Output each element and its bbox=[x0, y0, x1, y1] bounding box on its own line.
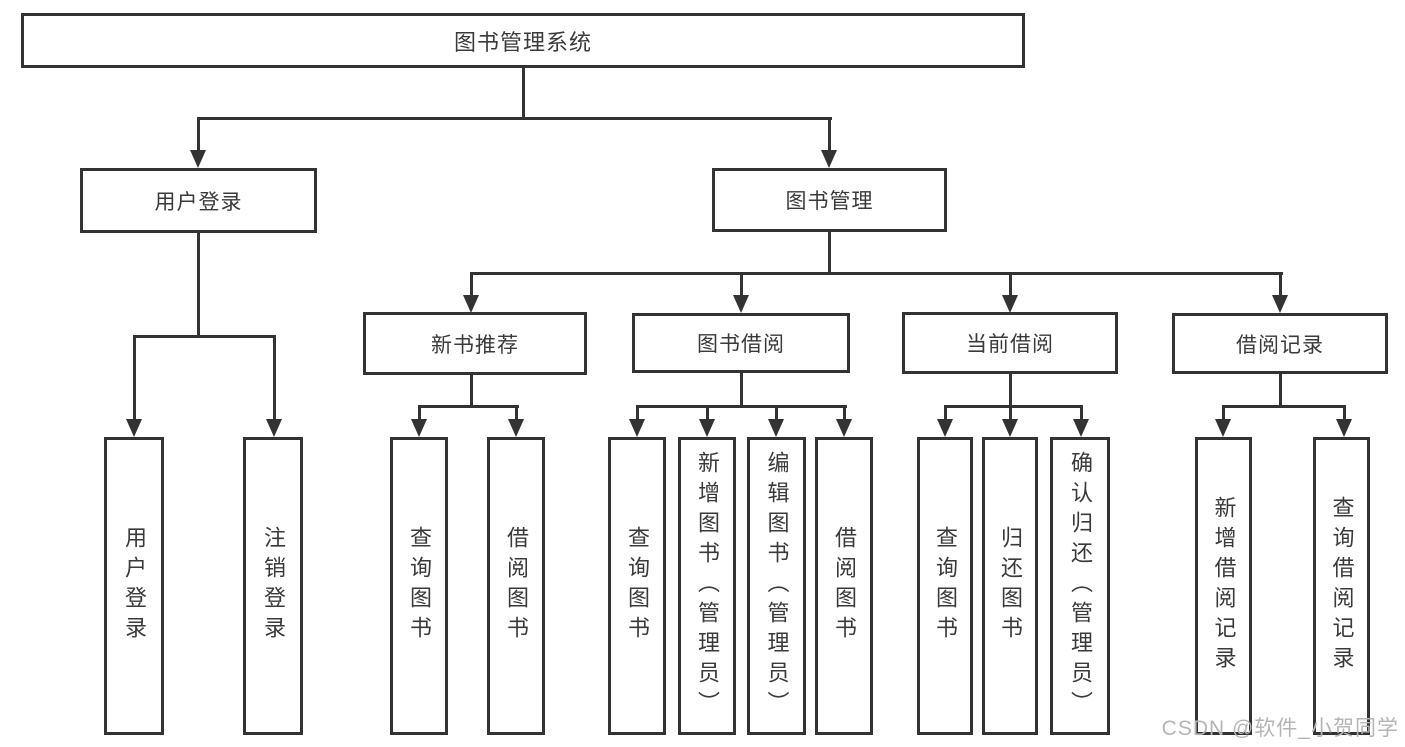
connector-line bbox=[133, 335, 276, 338]
leaf-logout-label: 注销登录 bbox=[261, 526, 286, 646]
arrow-down-icon bbox=[1073, 419, 1089, 437]
leaf-borrow-book-recommend: 借阅图书 bbox=[487, 437, 545, 735]
leaf-query-book-borrow: 查询图书 bbox=[608, 437, 666, 735]
arrow-down-icon bbox=[1336, 419, 1352, 437]
connector-line bbox=[197, 117, 200, 153]
connector-line bbox=[515, 405, 518, 422]
csdn-watermark: CSDN @软件_小贺同学 bbox=[1161, 717, 1399, 740]
leaf-confirm-return-admin: 确认归还（管理员） bbox=[1050, 437, 1110, 735]
arrow-down-icon bbox=[266, 419, 282, 437]
leaf-borrow-book: 借阅图书 bbox=[815, 437, 873, 735]
connector-line bbox=[1009, 272, 1012, 298]
arrow-down-icon bbox=[1002, 419, 1018, 437]
connector-line bbox=[418, 405, 421, 422]
connector-line bbox=[828, 232, 831, 275]
leaf-query-book-borrow-label: 查询图书 bbox=[625, 526, 650, 646]
arrow-down-icon bbox=[126, 419, 142, 437]
node-library-system: 图书管理系统 bbox=[21, 13, 1025, 68]
connector-line bbox=[273, 335, 276, 422]
connector-line bbox=[828, 117, 831, 153]
leaf-borrow-book-label: 借阅图书 bbox=[832, 526, 857, 646]
arrow-down-icon bbox=[1215, 419, 1231, 437]
leaf-add-borrow-record: 新增借阅记录 bbox=[1195, 437, 1252, 735]
leaf-query-book-recommend-label: 查询图书 bbox=[407, 526, 432, 646]
connector-line bbox=[1009, 405, 1012, 422]
connector-line bbox=[1279, 272, 1282, 298]
node-borrow-records: 借阅记录 bbox=[1172, 313, 1388, 374]
leaf-return-book-label: 归还图书 bbox=[998, 526, 1023, 646]
leaf-return-book: 归还图书 bbox=[982, 437, 1038, 735]
connector-line bbox=[133, 335, 136, 422]
leaf-edit-book-admin-label: 编辑图书（管理员） bbox=[764, 451, 790, 721]
connector-line bbox=[197, 117, 832, 120]
leaf-add-borrow-record-label: 新增借阅记录 bbox=[1211, 496, 1237, 676]
connector-line bbox=[197, 233, 200, 335]
leaf-query-book-current-label: 查询图书 bbox=[933, 526, 958, 646]
connector-line bbox=[706, 405, 709, 422]
connector-line bbox=[522, 68, 525, 120]
connector-line bbox=[1279, 374, 1282, 406]
arrow-down-icon bbox=[821, 150, 837, 168]
connector-line bbox=[740, 272, 743, 298]
connector-line bbox=[470, 375, 473, 406]
connector-line bbox=[775, 405, 778, 422]
connector-line bbox=[944, 405, 947, 422]
leaf-user-login: 用户登录 bbox=[104, 437, 164, 735]
leaf-user-login-label: 用户登录 bbox=[122, 526, 147, 646]
leaf-query-book-recommend: 查询图书 bbox=[390, 437, 448, 735]
leaf-confirm-return-admin-label: 确认归还（管理员） bbox=[1068, 451, 1093, 721]
arrow-down-icon bbox=[463, 295, 479, 313]
leaf-query-borrow-record: 查询借阅记录 bbox=[1313, 437, 1370, 735]
connector-line bbox=[843, 405, 846, 422]
arrow-down-icon bbox=[836, 419, 852, 437]
arrow-down-icon bbox=[699, 419, 715, 437]
connector-line bbox=[1222, 405, 1346, 408]
node-user-login: 用户登录 bbox=[80, 168, 317, 233]
arrow-down-icon bbox=[1002, 295, 1018, 313]
connector-line bbox=[1343, 405, 1346, 422]
arrow-down-icon bbox=[629, 419, 645, 437]
connector-line bbox=[740, 373, 743, 406]
node-book-borrow: 图书借阅 bbox=[632, 313, 850, 373]
connector-line bbox=[470, 272, 1283, 275]
arrow-down-icon bbox=[937, 419, 953, 437]
leaf-add-book-admin: 新增图书（管理员） bbox=[678, 437, 736, 735]
node-new-book-recommend: 新书推荐 bbox=[363, 312, 587, 375]
leaf-query-book-current: 查询图书 bbox=[917, 437, 973, 735]
leaf-query-borrow-record-label: 查询借阅记录 bbox=[1329, 496, 1355, 676]
arrow-down-icon bbox=[508, 419, 524, 437]
node-book-management: 图书管理 bbox=[712, 168, 947, 232]
connector-line bbox=[470, 272, 473, 298]
leaf-add-book-admin-label: 新增图书（管理员） bbox=[695, 451, 720, 721]
connector-line bbox=[1009, 374, 1012, 406]
arrow-down-icon bbox=[733, 295, 749, 313]
leaf-borrow-book-recommend-label: 借阅图书 bbox=[504, 526, 529, 646]
connector-line bbox=[418, 405, 519, 408]
arrow-down-icon bbox=[768, 419, 784, 437]
connector-line bbox=[636, 405, 847, 408]
connector-line bbox=[1080, 405, 1083, 422]
leaf-logout: 注销登录 bbox=[243, 437, 303, 735]
connector-line bbox=[1222, 405, 1225, 422]
node-current-borrow: 当前借阅 bbox=[902, 312, 1118, 374]
arrow-down-icon bbox=[190, 150, 206, 168]
leaf-edit-book-admin: 编辑图书（管理员） bbox=[747, 437, 806, 735]
connector-line bbox=[636, 405, 639, 422]
connector-line bbox=[944, 405, 1083, 408]
arrow-down-icon bbox=[411, 419, 427, 437]
arrow-down-icon bbox=[1272, 295, 1288, 313]
